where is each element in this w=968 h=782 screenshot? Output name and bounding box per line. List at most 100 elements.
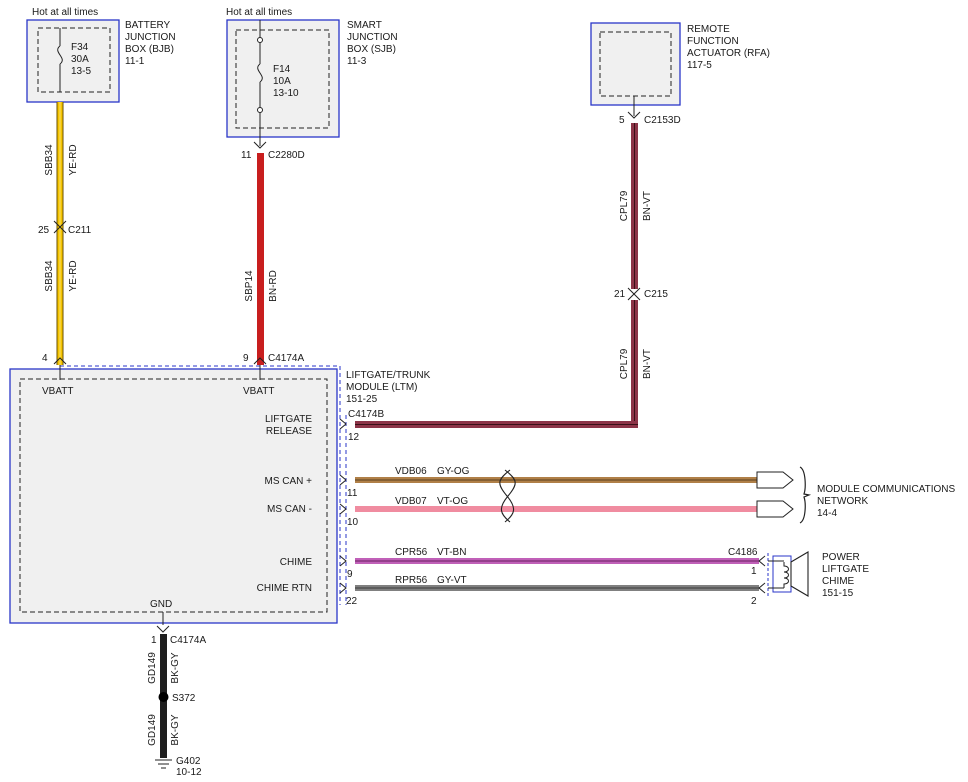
chime-name-line4: 151-15 [822,588,854,599]
wire-cpl79 [355,123,638,428]
network-name-line3: 14-4 [817,508,837,519]
rfa-name-line3: ACTUATOR (RFA) [687,48,770,59]
sjb-name-line3: BOX (SJB) [347,44,396,55]
chime-name-line2: LIFTGATE [822,564,869,575]
ltm-pin-chime: CHIME [280,557,313,568]
c4174a-gnd-name: C4174A [170,635,206,646]
c2280d-pin: 11 [241,150,252,161]
s372-label: S372 [172,693,196,704]
c4174b-name: C4174B [348,409,384,420]
bjb-fuse-ref: 13-5 [71,66,91,77]
network-name-line1: MODULE COMMUNICATIONS [817,484,955,495]
connector-c4186: C4186 1 2 [728,547,769,607]
ltm-pin-chime-rtn: CHIME RTN [257,583,312,594]
bjb-fuse-name: F34 [71,42,89,53]
ltm-name-line2: MODULE (LTM) [346,382,417,393]
connector-c2153d: 5 C2153D [619,111,681,126]
sjb-fuse-ref: 13-10 [273,88,299,99]
wire-sbp14 [257,153,264,365]
sbb34-lower-circuit: SBB34 [44,260,55,292]
network-name-line2: NETWORK [817,496,868,507]
splice-s372: S372 [158,692,196,704]
cpl79-upper-circuit: CPL79 [619,190,630,221]
rpr56-color: GY-VT [437,575,467,586]
c4186-pin2: 2 [751,596,757,607]
connector-c4174a-vbatt2: 9 C4174A [243,353,304,365]
g402-name: G402 [176,756,201,767]
ltm-pin-ms-can-plus: MS CAN + [264,476,312,487]
gd149-lower-color: BK-GY [170,714,181,745]
sjb-fuse-rating: 10A [273,76,291,87]
connector-c4174a-vbatt1: 4 [42,353,67,365]
twisted-pair-symbol [499,469,516,523]
network-terminal-minus [756,500,794,518]
cpr56-circuit: CPR56 [395,547,428,558]
chime-name-line3: CHIME [822,576,855,587]
chime-coil-icon [783,562,789,588]
gd149-upper-color: BK-GY [170,652,181,683]
c4186-pin1: 1 [751,566,757,577]
ltm-name-line1: LIFTGATE/TRUNK [346,370,431,381]
c211-name: C211 [68,225,92,236]
rfa-name-line1: REMOTE [687,24,730,35]
connector-c215: 21 C215 [614,287,668,301]
ground-g402: G402 10-12 [155,756,202,778]
rfa-name-line4: 117-5 [687,60,712,71]
sjb-fuse-name: F14 [273,64,291,75]
cpl79-lower-color: BN-VT [642,349,653,379]
ltm-pin-vbatt1: VBATT [42,386,73,397]
cpl79-lower-circuit: CPL79 [619,348,630,379]
c4174a-gnd-pin: 1 [151,635,157,646]
vdb07-circuit: VDB07 [395,496,427,507]
wire-vdb07 [355,506,757,512]
gd149-lower-circuit: GD149 [147,714,158,746]
remote-function-actuator: REMOTE FUNCTION ACTUATOR (RFA) 117-5 [590,22,770,116]
network-terminal-plus [756,471,794,489]
vdb07-color: VT-OG [437,496,468,507]
connector-c4174b: C4174B 12 [339,409,384,443]
c2153d-name: C2153D [644,115,681,126]
pin-ms-can-minus: 10 [339,503,359,528]
bjb-fuse-rating: 30A [71,54,89,65]
ms-can-plus-pin: 11 [347,488,358,499]
vdb06-circuit: VDB06 [395,466,427,477]
cpr56-color: VT-BN [437,547,466,558]
c4174a-vbatt2-pin: 9 [243,353,249,364]
sbp14-circuit: SBP14 [244,270,255,302]
wire-sbb34 [56,102,64,365]
sjb-name-line1: SMART [347,20,382,31]
sbb34-upper-circuit: SBB34 [44,144,55,176]
c4186-name: C4186 [728,547,758,558]
g402-ref: 10-12 [176,767,202,778]
rfa-name-line2: FUNCTION [687,36,739,47]
pin-ms-can-plus: 11 [339,474,358,499]
ltm-pin-vbatt2: VBATT [243,386,274,397]
connector-c211: 25 C211 [38,220,92,236]
bjb-name-line1: BATTERY [125,20,171,31]
connector-c2280d: 11 C2280D [241,141,305,161]
sbp14-color: BN-RD [268,270,279,302]
ltm-pin-liftgate-line1: LIFTGATE [265,414,312,425]
sbb34-upper-color: YE-RD [68,144,79,175]
wire-vdb06 [355,477,757,483]
liftgate-trunk-module: LIFTGATE/TRUNK MODULE (LTM) 151-25 VBATT… [9,365,431,625]
c215-pin: 21 [614,289,626,300]
power-liftgate-chime: POWER LIFTGATE CHIME 151-15 [768,551,869,599]
c2153d-pin: 5 [619,115,625,126]
ms-can-minus-pin: 10 [347,517,359,528]
sjb-hot-label: Hot at all times [226,7,292,18]
pin-chime: 9 [339,555,353,580]
bjb-name-line2: JUNCTION [125,32,176,43]
c215-name: C215 [644,289,668,300]
sbb34-lower-color: YE-RD [68,260,79,291]
chime-rtn-pin: 22 [346,596,358,607]
bjb-hot-label: Hot at all times [32,7,98,18]
ltm-pin-gnd: GND [150,599,172,610]
ltm-name-line3: 151-25 [346,394,378,405]
gd149-upper-circuit: GD149 [147,652,158,684]
sjb-name-line2: JUNCTION [347,32,398,43]
c4174b-pin: 12 [348,432,360,443]
bjb-name-line4: 11-1 [125,56,145,67]
battery-junction-box: Hot at all times F34 30A 13-5 BATTERY JU… [26,7,176,103]
